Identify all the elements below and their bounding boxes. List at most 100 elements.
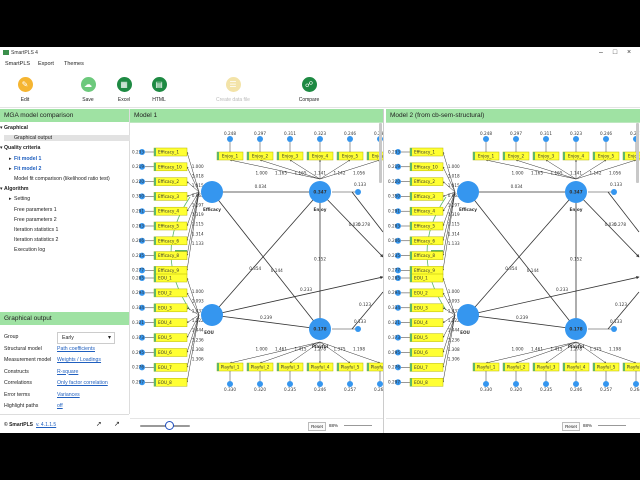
chevron-down-icon[interactable]: ▾	[0, 186, 3, 193]
menu-smartpls[interactable]: SmartPLS	[5, 61, 31, 67]
error-variance: 0.246	[314, 387, 326, 392]
indicator-label: Efficacy_10	[414, 164, 438, 169]
setting-value-link[interactable]: Variances	[57, 391, 80, 398]
tree-item[interactable]: Free parameters 2	[14, 216, 57, 223]
menu-themes[interactable]: Themes	[64, 61, 84, 67]
maximize-icon[interactable]: □	[612, 49, 618, 56]
chevron-right-icon[interactable]: ▸	[9, 165, 12, 172]
structural-path	[467, 276, 640, 316]
tree-item[interactable]: Iteration statistics 2	[14, 237, 59, 244]
indicator-marker	[154, 148, 156, 156]
structural-path	[211, 314, 321, 331]
group-select[interactable]: Early▾	[57, 332, 115, 344]
tree-item[interactable]: Algorithm	[4, 186, 29, 193]
indicator-label: EOU_4	[158, 320, 172, 325]
error-variance: 0.373	[388, 335, 400, 340]
setting-value-link[interactable]: R-square	[57, 368, 79, 375]
chevron-right-icon[interactable]: ▸	[9, 155, 12, 162]
path-coefficient: 0.278	[614, 222, 626, 227]
loading-value: 1.056	[609, 171, 621, 176]
loading-value: 1.093	[448, 299, 460, 304]
close-icon[interactable]: ×	[626, 49, 632, 56]
error-variance: 0.231	[630, 131, 640, 136]
loading-path	[442, 151, 456, 193]
model-2-vscrollbar[interactable]	[636, 123, 639, 183]
html-button[interactable]: ▤ HTML	[139, 77, 179, 103]
construct-playful[interactable]	[309, 318, 331, 340]
error-variance: 0.373	[132, 335, 144, 340]
error-variance: 0.264	[630, 387, 640, 392]
chevron-down-icon[interactable]: ▾	[0, 145, 3, 152]
model-2-zoom-value: 88%	[583, 423, 593, 428]
structural-path	[211, 276, 383, 316]
error-term	[287, 136, 293, 142]
tree-item[interactable]: Setting	[14, 196, 31, 203]
setting-value-link[interactable]: Only factor correlation	[57, 380, 108, 386]
graphical-output-header: Graphical output	[0, 312, 129, 325]
error-term	[139, 252, 145, 259]
construct-enjoy[interactable]	[565, 181, 587, 203]
indicator-label: EOU_2	[158, 290, 172, 295]
error-term	[347, 381, 353, 387]
tree-item[interactable]: Execution log	[14, 247, 46, 254]
indicator-marker	[307, 363, 309, 371]
setting-value-link[interactable]: off	[57, 403, 63, 409]
excel-button[interactable]: ▦ Excel	[104, 77, 144, 103]
tree-item[interactable]: Quality criteria	[4, 145, 41, 152]
path-coefficient: 0.354	[505, 266, 517, 271]
chevron-down-icon[interactable]: ▾	[0, 125, 3, 131]
setting-value-link[interactable]: Path coefficients	[57, 345, 95, 352]
construct-enjoy[interactable]	[309, 181, 331, 203]
model-1-vscrollbar[interactable]	[379, 123, 382, 183]
model-1-reset-button[interactable]: Reset	[308, 422, 326, 431]
error-variance: 0.276	[388, 365, 400, 370]
model-1-zoom-slider[interactable]	[344, 425, 372, 426]
tree-item[interactable]: Graphical	[4, 125, 28, 131]
model-2-zoom-slider[interactable]	[598, 425, 626, 426]
indicator-label: Efficacy_1	[158, 150, 179, 155]
loading-value: 1.165	[551, 171, 563, 176]
error-variance: 0.311	[540, 131, 552, 136]
disturbance-term	[611, 189, 617, 195]
tree-item[interactable]: Graphical output	[4, 135, 138, 142]
model-2-reset-button[interactable]: Reset	[562, 422, 580, 431]
model-2-diagram[interactable]: 0.0340.1440.3540.2390.0350.2330.1520.278…	[386, 122, 640, 419]
tree-item[interactable]: Iteration statistics 1	[14, 227, 59, 233]
loading-value: 1.198	[609, 347, 621, 352]
construct-label: Enjoy	[314, 207, 327, 212]
expand-icon[interactable]: ↗	[114, 421, 120, 428]
setting-value-link[interactable]: Weights / Loadings	[57, 357, 102, 363]
save-button[interactable]: ☁ Save	[68, 77, 108, 103]
model-1-diagram[interactable]: 0.0340.1440.3540.2390.0350.2330.1520.278…	[130, 122, 383, 419]
tree-item[interactable]: Free parameters 1	[14, 206, 57, 213]
construct-efficacy[interactable]	[457, 181, 479, 203]
indicator-label: EOU_1	[158, 276, 172, 281]
error-term	[347, 136, 353, 142]
construct-efficacy[interactable]	[201, 181, 223, 203]
pin-icon[interactable]: ➚	[96, 421, 102, 428]
loading-value: 1.000	[256, 171, 268, 176]
compare-button[interactable]: ☍ Compare	[289, 77, 329, 103]
tree-item[interactable]: Fit model 1	[14, 155, 42, 162]
version-link[interactable]: v. 4.1.1.5	[36, 422, 57, 428]
menu-export[interactable]: Export	[38, 61, 54, 67]
edit-button[interactable]: ✎ Edit	[5, 77, 45, 103]
loading-value: 1.236	[448, 337, 460, 342]
error-variance: 0.334	[132, 305, 144, 310]
error-variance: 0.276	[132, 365, 144, 370]
tree-item[interactable]: Fit model 2	[14, 165, 42, 172]
construct-playful[interactable]	[565, 318, 587, 340]
tree-item[interactable]: Model fit comparison (likelihood ratio t…	[14, 176, 110, 182]
chevron-right-icon[interactable]: ▸	[9, 196, 12, 203]
indicator-marker	[247, 152, 249, 160]
loading-path	[319, 159, 381, 180]
construct-eou[interactable]	[201, 304, 223, 326]
error-variance: 0.235	[284, 387, 296, 392]
error-term	[483, 381, 489, 387]
minimize-icon[interactable]: –	[599, 49, 603, 56]
loading-value: 1.093	[192, 299, 204, 304]
path-coefficient: 0.034	[255, 184, 267, 189]
model-1-scroll-thumb[interactable]	[165, 421, 174, 430]
construct-eou[interactable]	[457, 304, 479, 326]
indicator-label: Playful_1	[221, 365, 240, 370]
